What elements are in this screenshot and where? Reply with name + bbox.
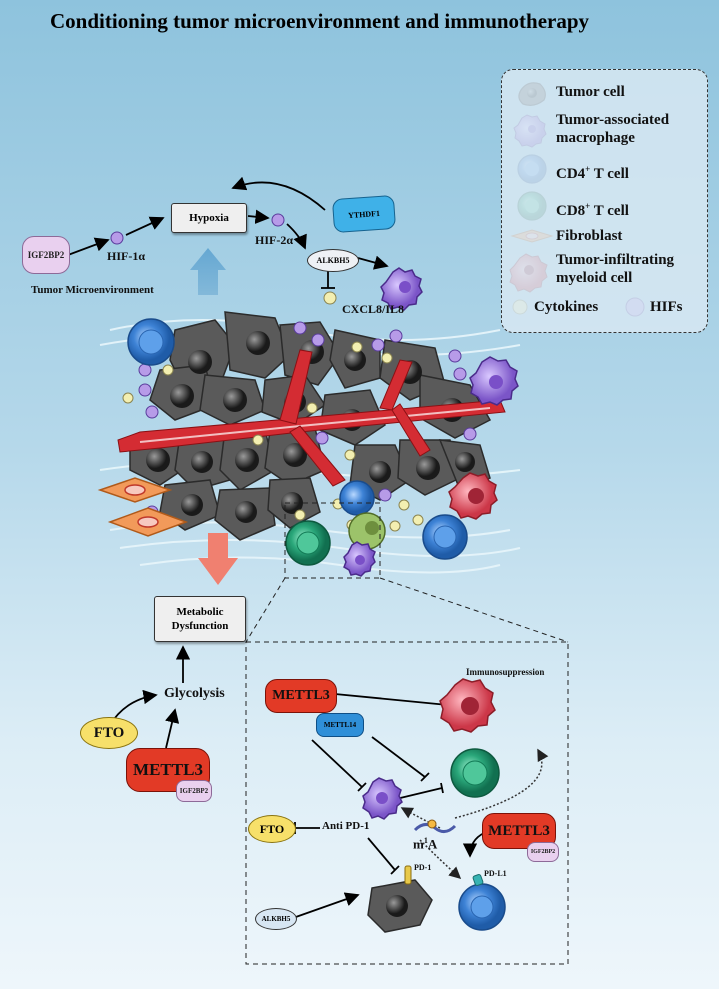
legend-hifs: HIFs: [650, 299, 683, 315]
igf2bp2-badge-left: IGF2BP2: [176, 780, 212, 802]
mettl3-badge-left: METTL3: [126, 748, 210, 792]
legend-timc-line1: Tumor-infiltrating: [556, 252, 675, 268]
pdl1-label: PD-L1: [484, 869, 507, 878]
diagram-title: Conditioning tumor microenvironment and …: [50, 9, 590, 33]
cxcl8-label: CXCL8/IL8: [342, 302, 405, 316]
down-arrow-icon: [198, 533, 238, 585]
legend-cd8: CD8+ T cell: [556, 201, 629, 219]
up-arrow-icon: [190, 248, 226, 295]
legend-fibroblast: Fibroblast: [556, 228, 623, 244]
legend-tumor-cell: Tumor cell: [556, 84, 625, 100]
alkbh5-badge-top: ALKBH5: [307, 249, 359, 272]
igf2bp2-badge-inset: IGF2BP2: [527, 842, 559, 862]
anti-pd1-label: Anti PD-1: [322, 820, 370, 832]
mettl14-badge: METTL14: [316, 713, 364, 737]
legend-tam-line1: Tumor-associated: [556, 112, 670, 128]
igf2bp2-badge-top: IGF2BP2: [22, 236, 70, 274]
legend-timc-line2: myeloid cell: [556, 270, 633, 286]
m1a-label: m1A: [413, 836, 438, 852]
cd8-cell: [285, 520, 331, 566]
hif1a-label: HIF-1α: [107, 249, 146, 263]
fto-badge-inset: FTO: [248, 815, 296, 843]
hif2a-label: HIF-2α: [255, 233, 294, 247]
mettl3-badge-inset: METTL3: [265, 679, 337, 713]
tumor-mass: [117, 311, 506, 541]
cd4-cells: [127, 318, 468, 560]
immunosuppression-label: Immunosuppression: [466, 667, 545, 677]
hypoxia-box: Hypoxia: [171, 203, 247, 233]
legend-panel: [501, 69, 708, 333]
legend-cytokines: Cytokines: [534, 299, 599, 315]
ythdf1-badge: YTHDF1: [331, 194, 397, 234]
legend-tam-line2: macrophage: [556, 130, 635, 146]
fibroblasts: [97, 477, 189, 537]
pd1-label: PD-1: [414, 863, 432, 872]
tme-label: Tumor Microenvironment: [31, 284, 154, 296]
legend-cd4: CD4+ T cell: [556, 164, 629, 182]
alkbh5-badge-inset: ALKBH5: [255, 908, 297, 930]
fto-badge-left: FTO: [80, 717, 138, 749]
glycolysis-label: Glycolysis: [164, 686, 225, 701]
